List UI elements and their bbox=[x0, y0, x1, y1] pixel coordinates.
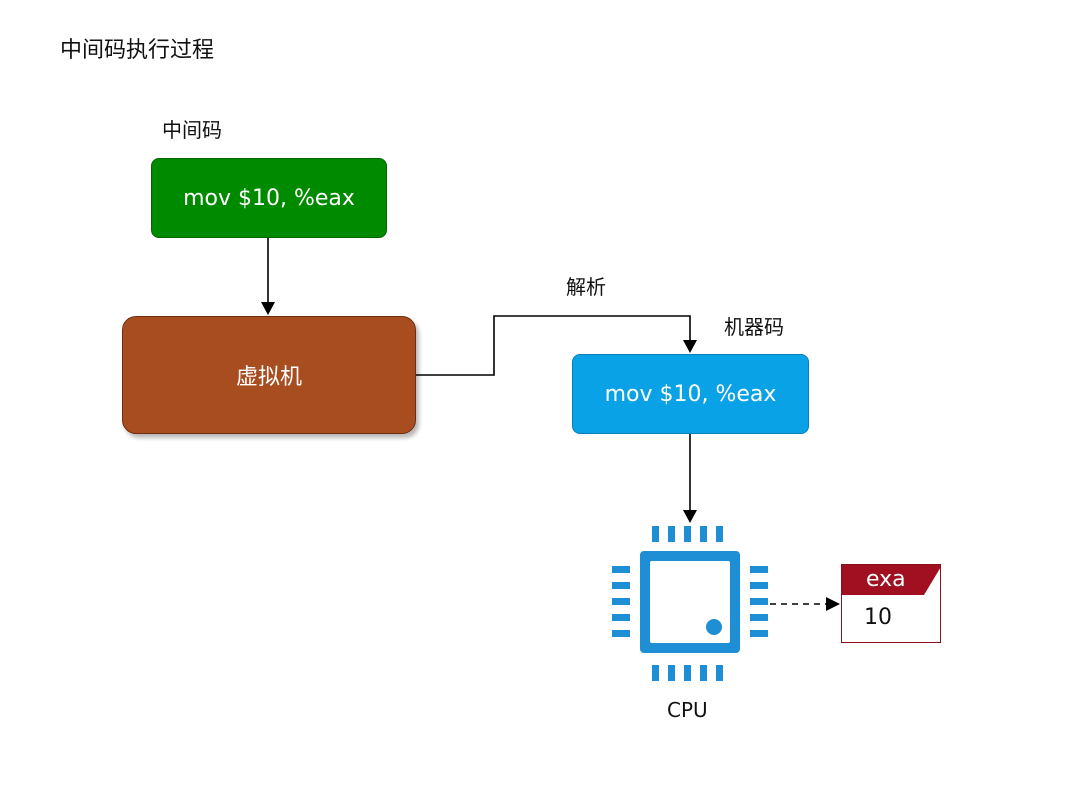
diagram-title: 中间码执行过程 bbox=[60, 38, 215, 63]
machine-code-box: mov $10, %eax bbox=[572, 354, 809, 434]
arrow-vm-to-machine bbox=[416, 315, 691, 376]
virtual-machine-box: 虚拟机 bbox=[122, 316, 416, 434]
intermediate-code-label: 中间码 bbox=[162, 118, 222, 142]
arrowhead-machine-to-cpu bbox=[683, 510, 697, 523]
register-value: 10 bbox=[864, 605, 892, 630]
arrowhead-intermediate-to-vm bbox=[261, 302, 275, 315]
parse-label: 解析 bbox=[566, 275, 606, 299]
register-tab bbox=[842, 565, 940, 595]
machine-code-label: 机器码 bbox=[724, 315, 784, 339]
arrowhead-cpu-to-register bbox=[826, 597, 840, 611]
intermediate-code-box: mov $10, %eax bbox=[151, 158, 387, 238]
register-name: exa bbox=[866, 567, 906, 592]
arrowhead-vm-to-machine bbox=[683, 340, 697, 353]
register-eax: exa 10 bbox=[841, 564, 941, 643]
cpu-chip-icon bbox=[612, 526, 768, 681]
cpu-label: CPU bbox=[667, 698, 708, 722]
